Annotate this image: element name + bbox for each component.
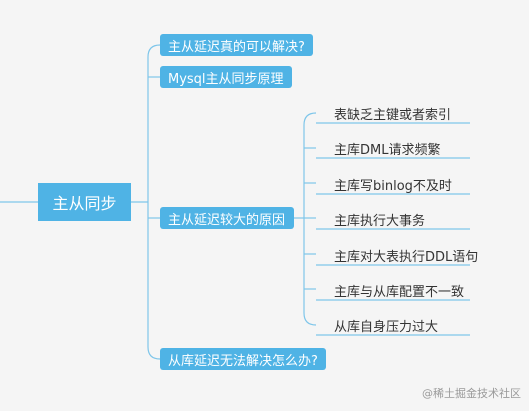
leaf-topic-3[interactable]: 主库写binlog不及时 xyxy=(334,178,452,194)
leaf-topic-2[interactable]: 主库DML请求频繁 xyxy=(334,142,441,158)
branch-topic-latency-causes[interactable]: 主从延迟较大的原因 xyxy=(160,207,294,229)
leaf-topic-7[interactable]: 从库自身压力过大 xyxy=(334,319,439,335)
branch-topic-sync-principle[interactable]: Mysql主从同步原理 xyxy=(160,66,292,88)
leaf-trunk xyxy=(303,112,317,326)
branch-topic-unsolvable-latency[interactable]: 从库延迟无法解决怎么办? xyxy=(160,348,326,370)
branch-trunk xyxy=(147,44,161,360)
leaf-topic-4[interactable]: 主库执行大事务 xyxy=(334,213,426,229)
leaf-topic-6[interactable]: 主库与从库配置不一致 xyxy=(334,284,465,300)
watermark: @稀土掘金技术社区 xyxy=(422,387,521,400)
branch-topic-latency-solvable[interactable]: 主从延迟真的可以解决? xyxy=(160,34,313,56)
leaf-topic-1[interactable]: 表缺乏主键或者索引 xyxy=(334,107,452,123)
leaf-topic-5[interactable]: 主库对大表执行DDL语句 xyxy=(334,249,479,265)
root-topic[interactable]: 主从同步 xyxy=(38,183,131,221)
